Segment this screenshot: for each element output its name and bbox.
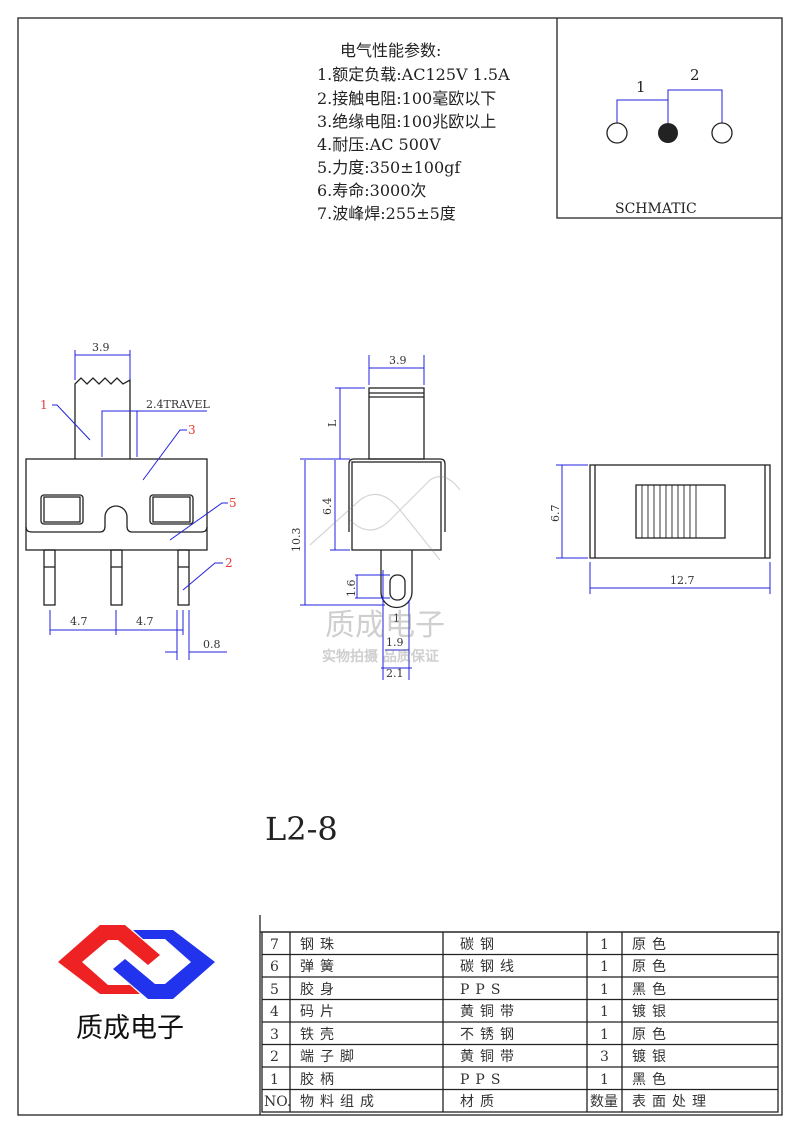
watermark: 质成电子 实物拍摄 品质保证 xyxy=(309,476,461,665)
dim-1-9: 1.9 xyxy=(386,636,404,649)
table-row: 1 胶柄 PPS 1 黑色 xyxy=(270,1071,672,1088)
dim-pin-width: 0.8 xyxy=(203,638,221,651)
company-name: 质成电子 xyxy=(76,1013,184,1044)
watermark-name: 质成电子 xyxy=(325,608,445,643)
svg-text:黑色: 黑色 xyxy=(632,981,672,998)
dim-2-1: 2.1 xyxy=(386,667,404,680)
svg-text:胶身: 胶身 xyxy=(300,981,340,998)
svg-text:5: 5 xyxy=(270,982,285,998)
dim-1: 1 xyxy=(393,612,400,625)
sheet-border xyxy=(17,17,783,1116)
callout-5: 5 xyxy=(229,496,237,510)
spec-item: 1.额定负载:AC125V 1.5A xyxy=(317,65,510,84)
svg-text:1: 1 xyxy=(600,982,615,998)
dim-pin-length: 1.6 xyxy=(345,580,358,598)
svg-text:镀银: 镀银 xyxy=(632,1048,672,1065)
svg-text:碳钢线: 碳钢线 xyxy=(460,959,520,975)
svg-text:铁壳: 铁壳 xyxy=(300,1026,340,1043)
table-row: 2 端子脚 黄铜带 3 镀银 xyxy=(270,1048,672,1065)
callout-3: 3 xyxy=(188,423,196,437)
spec-item: 3.绝缘电阻:100兆欧以上 xyxy=(317,112,496,131)
svg-text:黄铜带: 黄铜带 xyxy=(460,1048,520,1065)
svg-text:物料组成: 物料组成 xyxy=(300,1094,380,1110)
table-row: 3 铁壳 不锈钢 1 原色 xyxy=(270,1026,672,1043)
dim-height: 6.7 xyxy=(549,505,562,523)
specs-title: 电气性能参数: xyxy=(340,41,441,60)
company-logo: 质成电子 xyxy=(58,925,215,1044)
svg-text:NO.: NO. xyxy=(264,1094,291,1110)
dim-total-height: 10.3 xyxy=(290,528,303,553)
table-row: 7 钢珠 碳钢 1 原色 xyxy=(270,936,672,953)
pin-label-1: 1 xyxy=(636,78,646,96)
terminal-circle xyxy=(606,122,628,144)
svg-text:3: 3 xyxy=(270,1027,285,1043)
spec-item: 6.寿命:3000次 xyxy=(317,181,426,200)
svg-text:端子脚: 端子脚 xyxy=(300,1049,360,1065)
svg-text:弹簧: 弹簧 xyxy=(300,959,340,975)
dim-pitch-right: 4.7 xyxy=(136,615,154,628)
svg-text:1: 1 xyxy=(600,959,615,975)
svg-text:原色: 原色 xyxy=(632,936,672,953)
dim-pitch-left: 4.7 xyxy=(70,615,88,628)
spec-item: 4.耐压:AC 500V xyxy=(317,135,441,154)
svg-text:1: 1 xyxy=(600,1027,615,1043)
side-view: 3.9 L 6.4 10.3 1.6 1 1.9 2.1 xyxy=(290,354,446,680)
table-row: 4 码片 黄铜带 1 镀银 xyxy=(270,1003,672,1020)
dim-width: 3.9 xyxy=(92,341,110,354)
svg-text:数量: 数量 xyxy=(590,1094,618,1110)
svg-text:6: 6 xyxy=(270,959,285,975)
svg-text:码片: 码片 xyxy=(300,1004,340,1020)
front-view: 3.9 2.4TRAVEL 4.7 4.7 0.8 1 3 5 2 xyxy=(25,341,237,660)
terminal-circle xyxy=(711,122,733,144)
dim-width: 3.9 xyxy=(389,354,407,367)
dim-length: 12.7 xyxy=(670,574,695,587)
dim-L: L xyxy=(326,419,339,427)
spec-item: 7.波峰焊:255±5度 xyxy=(317,204,456,223)
table-row: 5 胶身 PPS 1 黑色 xyxy=(270,981,672,998)
svg-text:7: 7 xyxy=(270,937,285,953)
svg-text:2: 2 xyxy=(270,1049,285,1065)
common-terminal-circle xyxy=(658,123,678,143)
dim-travel: 2.4TRAVEL xyxy=(146,398,210,411)
dim-body-height: 6.4 xyxy=(321,498,334,516)
svg-text:不锈钢: 不锈钢 xyxy=(460,1027,520,1043)
table-header: NO. 物料组成 材质 数量表面处理 xyxy=(264,1094,712,1110)
spec-item: 5.力度:350±100gf xyxy=(317,158,461,177)
callout-1: 1 xyxy=(40,398,48,412)
svg-text:3: 3 xyxy=(600,1049,615,1065)
svg-text:材质: 材质 xyxy=(460,1094,500,1110)
svg-text:PPS: PPS xyxy=(460,1072,506,1088)
svg-text:黄铜带: 黄铜带 xyxy=(460,1003,520,1020)
svg-text:1: 1 xyxy=(600,937,615,953)
svg-text:钢珠: 钢珠 xyxy=(300,937,340,953)
svg-text:4: 4 xyxy=(270,1004,285,1020)
pin-label-2: 2 xyxy=(690,66,700,84)
svg-text:PPS: PPS xyxy=(460,982,506,998)
svg-text:碳钢: 碳钢 xyxy=(460,937,500,953)
svg-text:原色: 原色 xyxy=(632,958,672,975)
electrical-specs: 电气性能参数: 1.额定负载:AC125V 1.5A 2.接触电阻:100毫欧以… xyxy=(317,41,510,223)
callout-2: 2 xyxy=(225,556,233,570)
svg-text:1: 1 xyxy=(600,1072,615,1088)
model-number: L2-8 xyxy=(265,810,338,848)
svg-text:1: 1 xyxy=(600,1004,615,1020)
svg-text:表面处理: 表面处理 xyxy=(632,1094,712,1110)
svg-text:黑色: 黑色 xyxy=(632,1071,672,1088)
top-view: 6.7 12.7 xyxy=(549,464,771,594)
schematic-label: SCHMATIC xyxy=(615,201,697,217)
schematic: 1 2 SCHMATIC xyxy=(556,18,782,219)
table-row: 6 弹簧 碳钢线 1 原色 xyxy=(270,958,672,975)
svg-text:胶柄: 胶柄 xyxy=(300,1071,340,1088)
watermark-slogan: 实物拍摄 品质保证 xyxy=(322,648,439,665)
svg-text:镀银: 镀银 xyxy=(632,1003,672,1020)
spec-item: 2.接触电阻:100毫欧以下 xyxy=(317,89,496,108)
svg-text:1: 1 xyxy=(270,1072,285,1088)
svg-text:原色: 原色 xyxy=(632,1026,672,1043)
